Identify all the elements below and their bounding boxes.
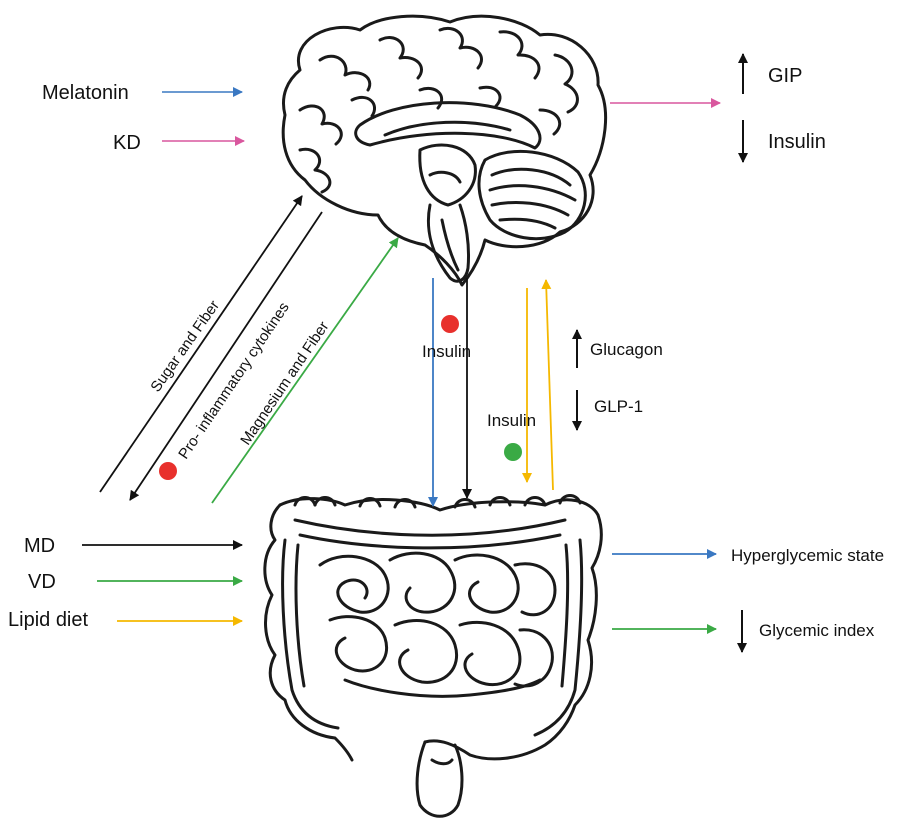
sugar-fiber-label: Sugar and Fiber	[147, 297, 223, 395]
brain-illustration	[283, 16, 605, 285]
glucagon-label: Glucagon	[590, 340, 663, 359]
red-dot-icon	[159, 462, 177, 480]
glycemic-index-label: Glycemic index	[759, 621, 875, 640]
hyperglycemic-label: Hyperglycemic state	[731, 546, 884, 565]
brain-insulin-label: Insulin	[768, 131, 826, 153]
melatonin-label: Melatonin	[42, 82, 129, 104]
gip-label: GIP	[768, 65, 802, 87]
center-insulin-label: Insulin	[422, 342, 471, 361]
center-insulin-green-label: Insulin	[487, 411, 536, 430]
lipid-diet-label: Lipid diet	[8, 609, 89, 631]
intestine-illustration	[265, 496, 601, 817]
md-label: MD	[24, 535, 55, 557]
kd-label: KD	[113, 132, 141, 154]
orange-up-arrow	[546, 280, 553, 490]
sugar-fiber-arrow	[100, 196, 302, 492]
vd-label: VD	[28, 571, 56, 593]
green-dot-icon	[504, 443, 522, 461]
center-red-dot-icon	[441, 315, 459, 333]
glp1-label: GLP-1	[594, 397, 643, 416]
